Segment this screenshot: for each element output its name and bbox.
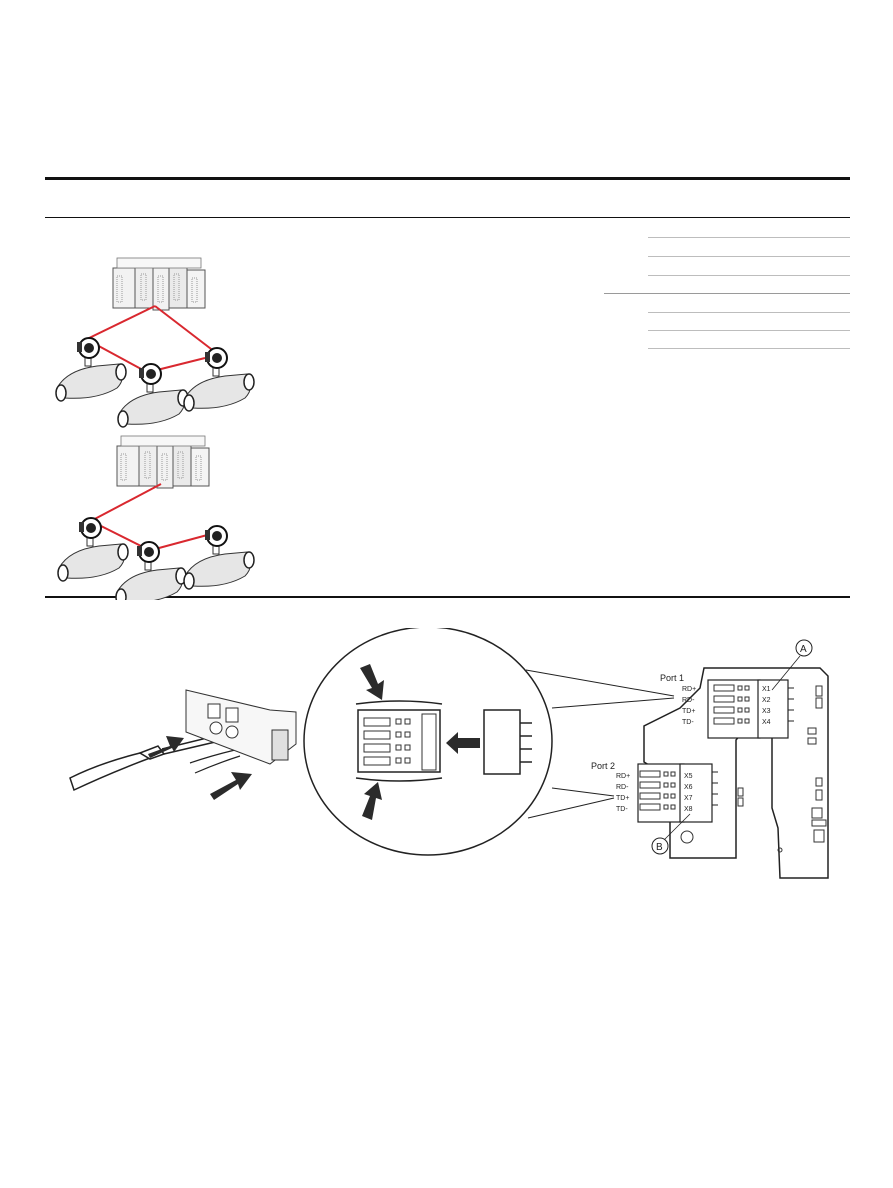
arrow-icon (210, 772, 252, 800)
detail-magnifier (303, 628, 553, 856)
port1-pin-label: RD+ (682, 686, 696, 693)
port1-pin-label: TD- (682, 719, 694, 726)
arrow-icon (446, 732, 480, 754)
port1-connector (707, 679, 794, 739)
controller-rack-icon (116, 435, 210, 489)
arrow-icon (360, 664, 384, 700)
section-divider-bottom (45, 596, 850, 598)
flowmeter-icon (57, 517, 129, 582)
table-row-line (648, 256, 850, 257)
table-row-line (648, 237, 850, 238)
flowmeter-icon (55, 337, 127, 402)
leader-line (525, 669, 675, 697)
port2-terminal-label: X5 (684, 773, 693, 780)
callout-a: A (800, 644, 807, 655)
port1-terminal-label: X2 (762, 697, 771, 704)
port2-connector (637, 763, 718, 823)
network-link (158, 533, 212, 549)
leader-line (527, 797, 615, 819)
network-link (154, 305, 216, 353)
port1-pin-label: TD+ (682, 708, 695, 715)
network-link (84, 305, 156, 341)
table-row-line (648, 312, 850, 313)
port2-label: Port 2 (591, 761, 615, 771)
arrow-icon (362, 782, 382, 820)
table-row-line (648, 330, 850, 331)
port2-terminal-label: X8 (684, 806, 693, 813)
port2-terminal-label: X6 (684, 784, 693, 791)
table-row-line (648, 348, 850, 349)
table-row-line (648, 275, 850, 276)
table-row-line (604, 293, 850, 294)
network-link (88, 483, 162, 523)
callout-b: B (656, 842, 663, 853)
port1-terminal-label: X1 (762, 686, 771, 693)
port2-terminal-label: X7 (684, 795, 693, 802)
port1-label: Port 1 (660, 673, 684, 683)
callout-a-circle (795, 639, 813, 657)
network-link (156, 357, 206, 371)
callout-a-leader (771, 655, 801, 691)
network-link (96, 523, 146, 549)
port2-pin-label: RD- (616, 784, 629, 791)
network-figures (55, 257, 255, 600)
leader-line (551, 787, 615, 797)
port2-pin-label: TD- (616, 806, 628, 813)
port1-terminal-label: X4 (762, 719, 771, 726)
arrow-icon (148, 736, 184, 758)
leader-line (551, 697, 675, 709)
flowmeter-icon (183, 347, 255, 412)
controller-rack-icon (112, 257, 206, 311)
port1-terminal-label: X3 (762, 708, 771, 715)
port2-pin-label: TD+ (616, 795, 629, 802)
port1-pin-label: RD- (682, 697, 695, 704)
connection-figure: Port 1 Port 2 RD+ RD- TD+ TD- X1 X2 X3 X… (69, 628, 829, 879)
flowmeter-icon (117, 363, 189, 428)
callout-b-leader (663, 813, 691, 841)
header-rule (45, 177, 850, 180)
callout-b-circle (651, 837, 669, 855)
flowmeter-icon (183, 525, 255, 590)
section-divider-top (45, 217, 850, 218)
network-link (94, 343, 144, 371)
transmitter-housing (185, 689, 297, 765)
port2-pin-label: RD+ (616, 773, 630, 780)
